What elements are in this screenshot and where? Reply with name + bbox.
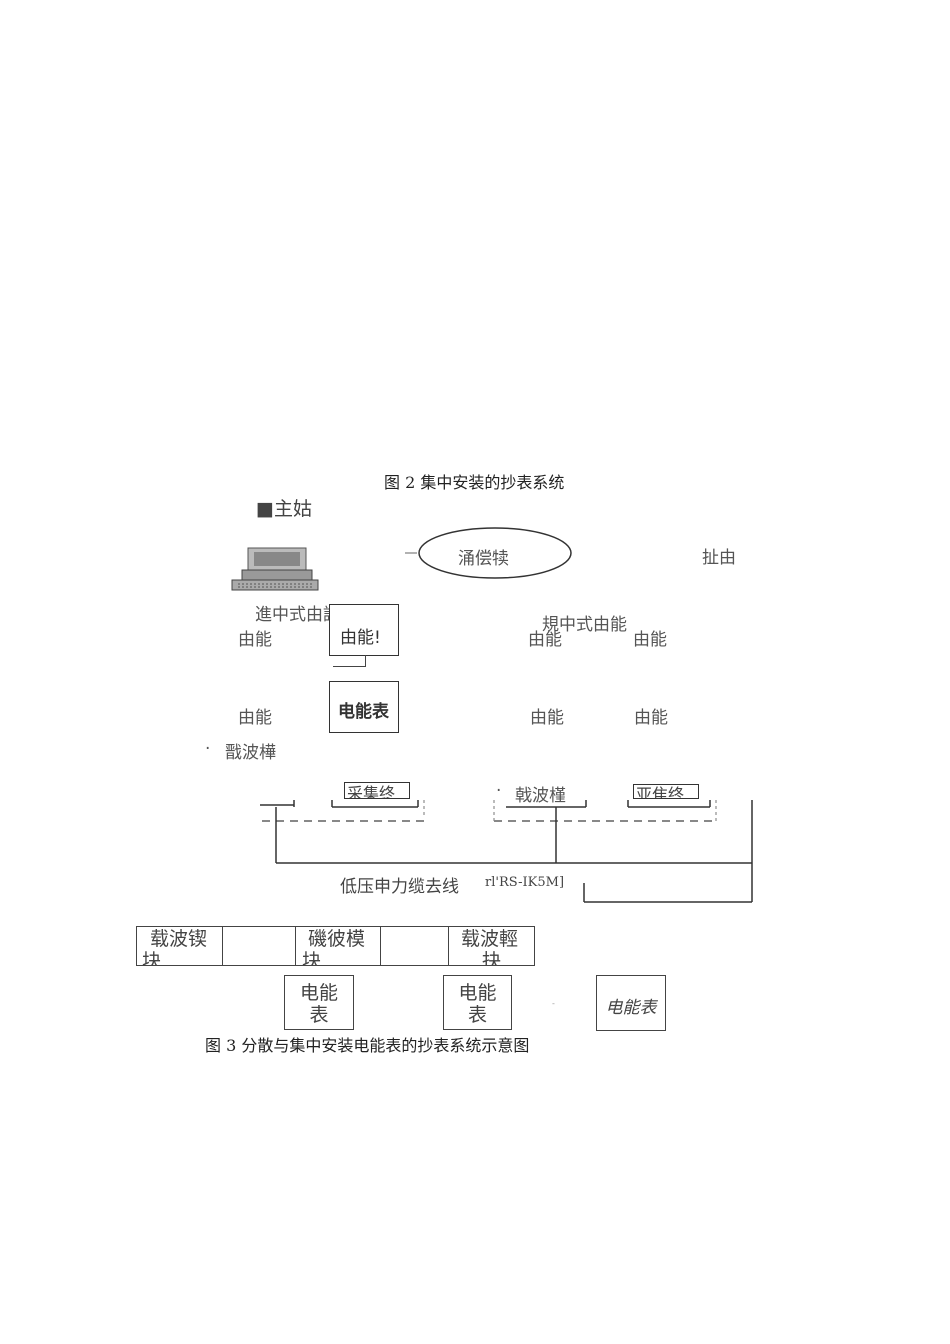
collector-right-box: 亚隹终 <box>633 784 699 799</box>
bullet-left: · <box>205 739 211 759</box>
meter-box-bottom-label: 电能表 <box>338 702 389 722</box>
figure-2-caption: 图 2 集中安装的抄表系统 <box>384 473 565 492</box>
divider <box>295 926 296 966</box>
module-labels: 载波锲 块 磯彼模 块 载波輕 抉 <box>136 926 535 966</box>
meter-box-bottom: 电能表 <box>329 681 399 733</box>
comm-network-label: 涌偿犊 <box>458 549 509 569</box>
divider <box>448 926 449 966</box>
left-concentrated-label: 進中式由謡 <box>255 605 340 625</box>
meter-3-label: 电能表 <box>605 998 657 1018</box>
meter-label-left-2: 由能 <box>238 708 272 728</box>
module-1-line2: 块 <box>142 950 162 966</box>
dot-mark: - <box>552 999 555 1008</box>
meter-1-label: 电能 表 <box>299 982 338 1026</box>
meter-label-left-1: 由能 <box>238 630 272 650</box>
meter-box-top: 由能! <box>329 604 399 656</box>
connector <box>365 655 366 667</box>
module-3-line1: 载波輕 <box>461 928 519 950</box>
bullet-right: · <box>496 781 502 801</box>
meter-1: 电能 表 <box>284 975 354 1030</box>
module-row <box>136 926 535 966</box>
meter-3: 电能表 <box>596 975 666 1031</box>
network-lines <box>258 797 758 907</box>
module-2-line1: 磯彼模 <box>308 928 366 950</box>
figure-3-caption: 图 3 分散与集中安装电能表的抄表系统示意图 <box>205 1036 530 1055</box>
cable-label: 低压申力缆去线 <box>340 877 459 897</box>
master-station-label: ■主姑 <box>256 498 312 520</box>
collector-left-box: 采集终 <box>344 782 410 799</box>
connector <box>333 666 366 667</box>
meter-label-right-1: 由能 <box>633 630 667 650</box>
module-2-line2: 块 <box>302 950 322 966</box>
meter-2: 电能 表 <box>443 975 512 1030</box>
carrier-module-left-label: 戬波樺 <box>225 743 276 763</box>
meter-label-mid-1: 由能 <box>528 630 562 650</box>
divider <box>222 926 223 966</box>
module-3-line2: 抉 <box>482 950 502 966</box>
right-top-label: 扯由 <box>702 548 736 568</box>
cable-code: rl'RS-IK5M] <box>485 875 565 890</box>
meter-label-mid-2: 由能 <box>530 708 564 728</box>
collector-left-label: 采集终 <box>347 784 396 799</box>
collector-right-label: 亚隹终 <box>636 785 685 799</box>
meter-2-label: 电能 表 <box>458 982 497 1026</box>
module-1-line1: 载波锲 <box>150 928 208 950</box>
right-concentrated-label: 規中式由能 <box>542 615 627 635</box>
divider <box>380 926 381 966</box>
meter-box-top-label: 由能! <box>340 628 381 648</box>
meter-label-right-2: 由能 <box>634 708 668 728</box>
computer-icon <box>228 544 322 592</box>
communication-network <box>405 525 575 581</box>
carrier-module-right-label: 戟波槿 <box>515 786 566 806</box>
